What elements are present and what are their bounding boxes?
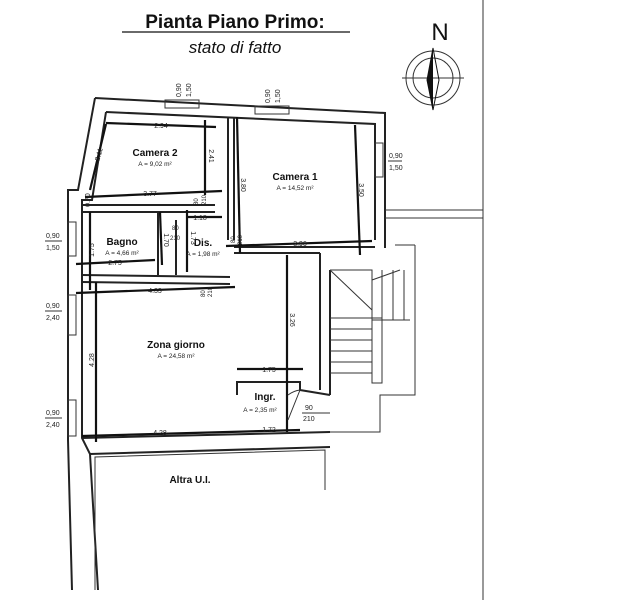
north-compass-icon: N (402, 19, 464, 111)
dim-label: 2.41 (207, 149, 214, 163)
room-area-ingresso: A = 2,35 m² (243, 407, 277, 414)
dim-label: 0.70 (85, 193, 92, 207)
door-height: 210 (170, 236, 181, 242)
dim-label: 4.28 (89, 353, 96, 367)
window-width: 0,90 (46, 303, 60, 310)
door-labels: 80 210 80 210 80 210 80 210 90 210 (170, 194, 330, 423)
dim-label: 3.26 (288, 313, 295, 327)
dim-label: 3.80 (239, 178, 246, 192)
door-width: 80 (194, 198, 200, 205)
staircase (329, 269, 410, 384)
room-name-zona-giorno: Zona giorno (147, 340, 205, 351)
window-height: 1,50 (186, 83, 193, 97)
room-name-camera-2: Camera 2 (132, 148, 177, 159)
room-area-dis: A = 1,98 m² (186, 251, 220, 258)
room-name-dis: Dis. (194, 238, 213, 249)
dim-label: 2.94 (154, 123, 168, 130)
dimension-lines (75, 116, 373, 442)
plan-title: Pianta Piano Primo: (145, 12, 324, 33)
dim-label: 1.70 (162, 233, 169, 247)
door-width: 80 (172, 226, 179, 232)
window-width: 0,90 (265, 89, 272, 103)
plan-subtitle: stato di fatto (189, 38, 282, 57)
window-width: 0,90 (46, 233, 60, 240)
dim-label: 3.50 (357, 183, 364, 197)
walls (67, 97, 483, 591)
window-height: 1,50 (389, 165, 403, 172)
room-name-bagno: Bagno (106, 237, 137, 248)
door-width: 80 (231, 236, 237, 243)
window-width: 0,90 (389, 153, 403, 160)
dim-label: 1.18 (193, 215, 207, 222)
north-label: N (431, 19, 448, 46)
window-height: 1,50 (275, 89, 282, 103)
dim-label: 3.96 (293, 241, 307, 248)
dim-label: 2.11 (94, 147, 104, 162)
room-name-camera-1: Camera 1 (272, 172, 317, 183)
window-width: 0,90 (46, 410, 60, 417)
window-labels: 0,90 1,50 0,90 1,50 0,90 1,50 0,90 1,50 … (45, 83, 403, 437)
room-area-camera-2: A = 9,02 m² (138, 161, 172, 168)
dim-label: 1.72 (262, 427, 276, 434)
room-area-bagno: A = 4,66 m² (105, 250, 139, 257)
dim-label: 4.28 (153, 430, 167, 437)
room-area-zona-giorno: A = 24,58 m² (157, 353, 195, 360)
door-width: 80 (201, 290, 207, 297)
dim-label: 1.75 (89, 243, 96, 257)
window-width: 0,90 (176, 83, 183, 97)
door-height: 210 (303, 416, 315, 423)
dimension-labels: 2.94 2.41 2.11 3.77 0.70 3.80 3.50 3.96 … (85, 123, 364, 437)
dim-label: 4.33 (148, 288, 162, 295)
dim-label: 3.77 (143, 191, 157, 198)
door-width: 90 (305, 405, 313, 412)
door-height: 210 (208, 286, 214, 297)
window-height: 2,40 (46, 315, 60, 322)
window-height: 2,40 (46, 422, 60, 429)
dim-label: 2.75 (108, 260, 122, 267)
door-height: 210 (238, 234, 244, 245)
room-area-camera-1: A = 14,52 m² (276, 185, 314, 192)
room-name-altra-ui: Altra U.I. (169, 475, 210, 486)
room-name-ingresso: Ingr. (254, 392, 275, 403)
dim-label: 1.73 (189, 231, 196, 245)
door-height: 210 (202, 194, 208, 205)
window-height: 1,50 (46, 245, 60, 252)
dim-label: 1.75 (262, 367, 276, 374)
